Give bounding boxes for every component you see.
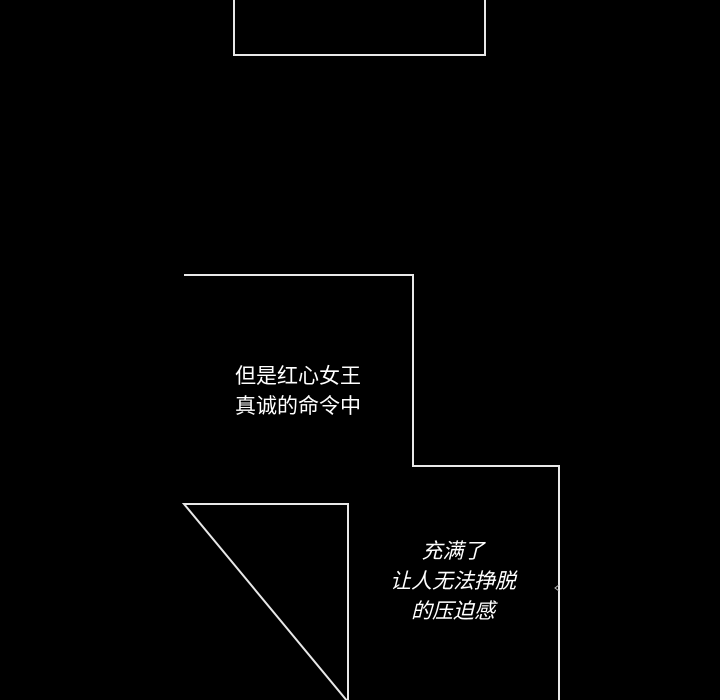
top-panel-frame	[233, 0, 486, 56]
caption-queen-order: 但是红心女王 真诚的命令中	[183, 361, 413, 421]
caption-line: 的压迫感	[411, 599, 495, 623]
caption-line: 真诚的命令中	[235, 394, 361, 418]
caption-line: 充满了	[421, 539, 485, 563]
speech-tail-mark	[554, 584, 560, 592]
caption-line: 但是红心女王	[235, 364, 361, 388]
caption-oppression: 充满了 让人无法挣脱 的压迫感	[347, 536, 559, 626]
middle-panels-frame	[181, 274, 560, 700]
caption-line: 让人无法挣脱	[390, 569, 516, 593]
